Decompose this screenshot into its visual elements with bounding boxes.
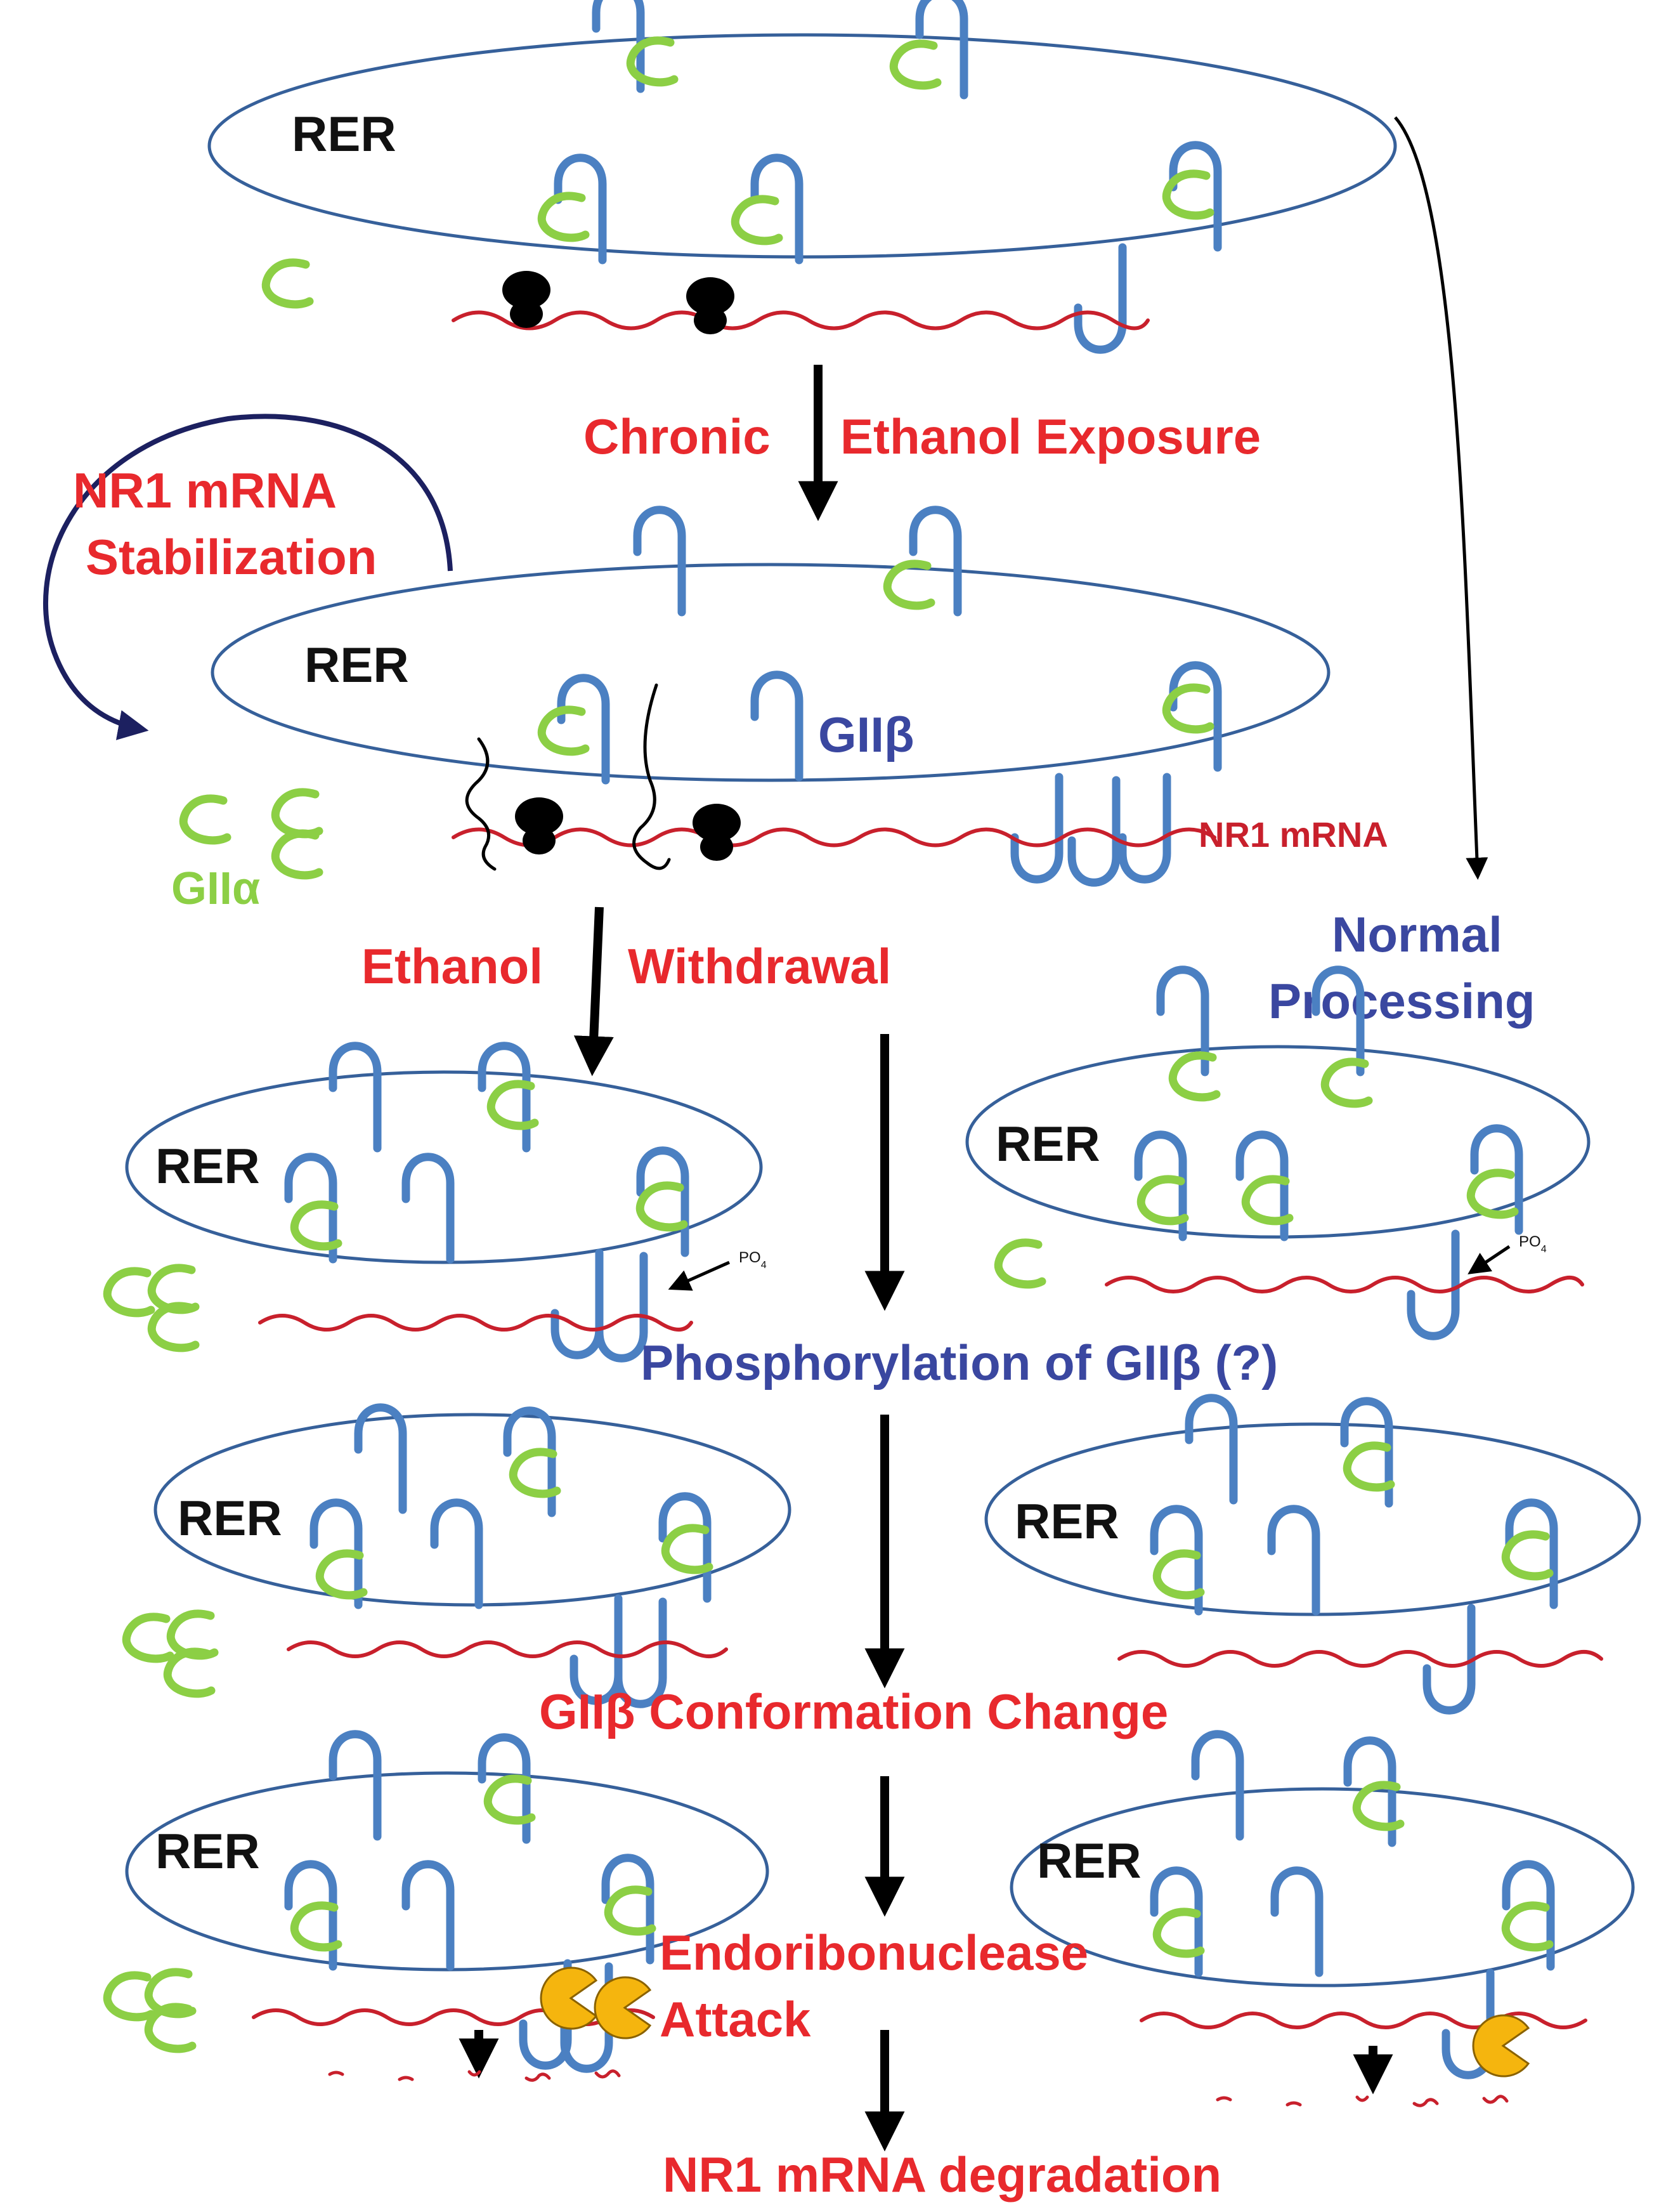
rer-withdrawal-left: RER PO4: [107, 1046, 767, 1359]
stabilization-label-line1: NR1 mRNA: [73, 462, 337, 518]
rer-label-ethanol: RER: [304, 637, 409, 693]
withdrawal-label: Withdrawal: [628, 938, 891, 994]
ribosome-icon: [686, 277, 734, 334]
mrna-fragments: [330, 2071, 619, 2080]
gii-alpha-icon: [275, 792, 319, 834]
ethanol-label: Ethanol: [361, 938, 543, 994]
rer-label: RER: [178, 1490, 282, 1546]
rer-label-top: RER: [292, 106, 396, 162]
gii-beta-hook: [599, 1256, 644, 1358]
nr1-mrna-strand: [258, 1314, 693, 1332]
rer-row5-left: RER: [107, 1734, 769, 2080]
gii-beta-hook: [555, 1253, 599, 1355]
withdrawal-arrow: [573, 906, 614, 1077]
rer-label: RER: [155, 1138, 260, 1194]
nascent-peptide: [632, 683, 671, 870]
normal-processing-label-line2: Processing: [1268, 973, 1535, 1029]
nr1-mrna-strand: [452, 310, 1150, 330]
gii-alpha-icon: [275, 834, 319, 875]
rer-row4-left: RER: [126, 1408, 791, 1705]
stabilization-arrow: [43, 414, 453, 740]
chronic-label: Chronic: [583, 409, 771, 464]
gii-alpha-icon: [998, 1243, 1042, 1285]
gii-alpha-icon: [107, 1975, 151, 2017]
rer-membrane: [1010, 1787, 1635, 1987]
ethanol-exposure-label: Ethanol Exposure: [840, 409, 1261, 464]
ribosome-icon: [502, 271, 550, 328]
nascent-peptide: [465, 737, 497, 871]
ribosome-icon: [693, 804, 741, 861]
rer-row4-right: RER: [984, 1398, 1641, 1711]
rer-label: RER: [1037, 1833, 1142, 1888]
nr1-mrna-strand: [1140, 2012, 1587, 2029]
pacman-enzyme-icon: [540, 1967, 597, 2030]
nr1-mrna-strand: [1105, 1276, 1584, 1293]
phosphorylation-label: Phosphorylation of GIIβ (?): [641, 1335, 1278, 1391]
degradation-label: NR1 mRNA degradation: [663, 2147, 1221, 2202]
gii-beta-hook: [1078, 247, 1123, 350]
nr1-mrna-strand: [452, 827, 1216, 847]
normal-processing-arrow: [1394, 116, 1488, 880]
gii-alpha-icon: [126, 1617, 170, 1659]
po4-label: PO4: [1519, 1233, 1547, 1255]
phosphate-pointer: [1468, 1245, 1511, 1274]
conformation-label: GIIβ Conformation Change: [539, 1684, 1168, 1739]
nr1-mrna-strand: [287, 1640, 728, 1658]
endoribonuclease-label-line1: Endoribonuclease: [660, 1925, 1088, 1980]
normal-processing-label-line1: Normal: [1332, 906, 1502, 962]
gii-alpha-icon: [266, 263, 309, 304]
gii-alpha-icon: [183, 799, 227, 841]
gii-beta-hook: [1123, 777, 1167, 879]
rer-ethanol: RER GIIβ NR1 mRNA GIIα: [171, 510, 1388, 914]
gii-alpha-icon: [107, 1271, 151, 1313]
gii-beta-label: GIIβ: [818, 707, 914, 762]
rer-label: RER: [1015, 1493, 1119, 1549]
gii-alpha-label: GIIα: [171, 863, 260, 914]
pacman-enzyme-icon: [594, 1976, 651, 2039]
endoribonuclease-label-line2: Attack: [660, 1991, 811, 2047]
rer-row5-right: RER: [1010, 1734, 1635, 2105]
rer-label: RER: [155, 1823, 260, 1879]
rer-normal-right: RER PO4: [965, 970, 1591, 1337]
pacman-enzyme-icon: [1472, 2014, 1530, 2078]
rer-label: RER: [996, 1116, 1100, 1172]
nr1-mrna-strand: [1117, 1650, 1603, 1668]
rer-top: RER: [207, 0, 1397, 350]
nr1-mrna-label: NR1 mRNA: [1199, 815, 1388, 854]
gii-beta-hook: [1015, 777, 1059, 879]
phosphate-pointer: [668, 1260, 731, 1291]
po4-label: PO4: [739, 1249, 767, 1271]
stabilization-label-line2: Stabilization: [86, 529, 377, 585]
mrna-fragments: [1218, 2097, 1507, 2105]
